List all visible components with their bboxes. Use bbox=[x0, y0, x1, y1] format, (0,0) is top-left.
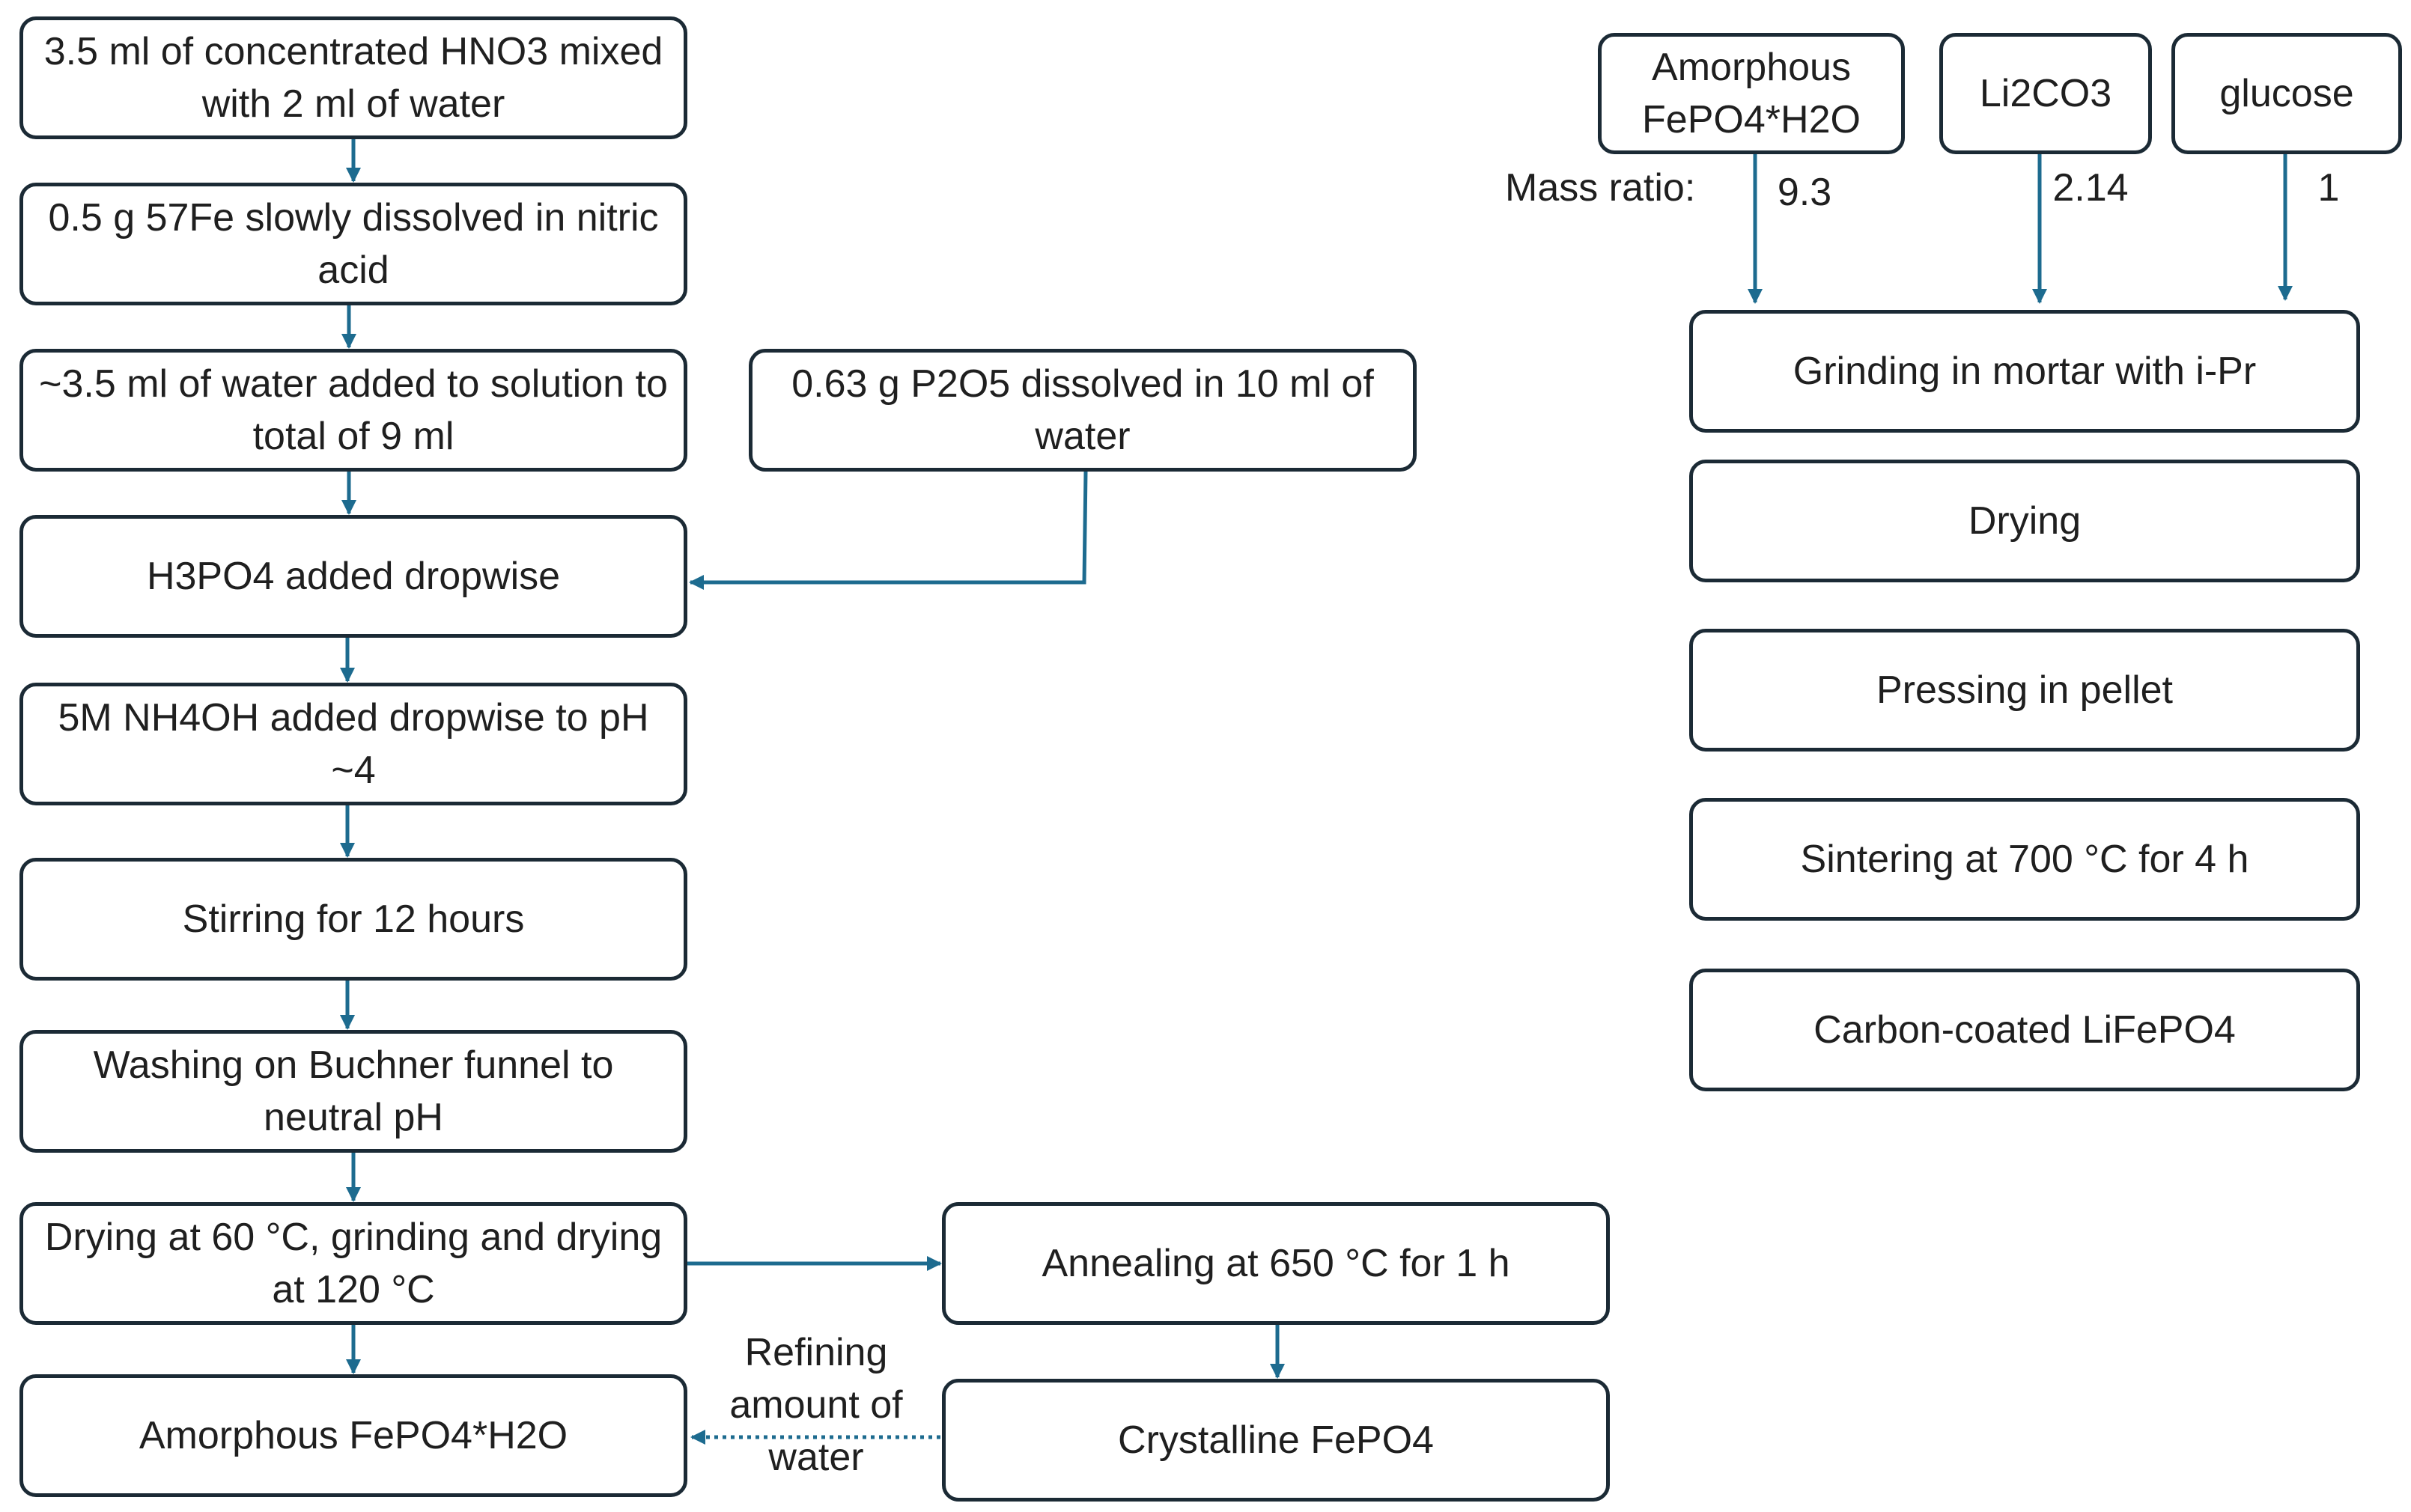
crystalline-product-text: Crystalline FePO4 bbox=[1118, 1418, 1434, 1462]
step-nh4oh-added-text: 5M NH4OH added dropwise to pH ~4 bbox=[58, 696, 649, 792]
step-washing-text: Washing on Buchner funnel to neutral pH bbox=[93, 1043, 614, 1139]
ratio-fepo4-text: 9.3 bbox=[1777, 171, 1832, 214]
annealing-step: Annealing at 650 °C for 1 h bbox=[942, 1202, 1610, 1325]
ratio-fepo4: 9.3 bbox=[1767, 166, 1842, 219]
step-fe-dissolution-text: 0.5 g 57Fe slowly dissolved in nitric ac… bbox=[48, 196, 659, 292]
step-drying-right-text: Drying bbox=[1968, 499, 2082, 543]
input-li2co3: Li2CO3 bbox=[1939, 33, 2152, 154]
crystalline-product: Crystalline FePO4 bbox=[942, 1379, 1610, 1502]
mass-ratio-label-text: Mass ratio: bbox=[1505, 166, 1696, 210]
p2o5-solution-text: 0.63 g P2O5 dissolved in 10 ml of water bbox=[791, 362, 1374, 458]
mass-ratio-label: Mass ratio: bbox=[1505, 162, 1730, 214]
step-grinding-mortar-text: Grinding in mortar with i-Pr bbox=[1793, 350, 2257, 393]
step-final-product: Carbon-coated LiFePO4 bbox=[1689, 969, 2360, 1091]
step-water-added: ~3.5 ml of water added to solution to to… bbox=[19, 349, 687, 472]
step-amorphous-product-text: Amorphous FePO4*H2O bbox=[139, 1414, 568, 1457]
step-stirring: Stirring for 12 hours bbox=[19, 858, 687, 981]
step-nh4oh-added: 5M NH4OH added dropwise to pH ~4 bbox=[19, 683, 687, 805]
step-h3po4-added: H3PO4 added dropwise bbox=[19, 515, 687, 638]
step-water-added-text: ~3.5 ml of water added to solution to to… bbox=[39, 362, 668, 458]
ratio-glucose: 1 bbox=[2299, 162, 2359, 214]
step-final-product-text: Carbon-coated LiFePO4 bbox=[1813, 1008, 2236, 1052]
step-sintering: Sintering at 700 °C for 4 h bbox=[1689, 798, 2360, 921]
input-amorphous-fepo4-text: Amorphous FePO4*H2O bbox=[1642, 46, 1861, 141]
annealing-step-text: Annealing at 650 °C for 1 h bbox=[1042, 1242, 1510, 1285]
input-glucose: glucose bbox=[2171, 33, 2402, 154]
step-drying-right: Drying bbox=[1689, 460, 2360, 582]
step-grinding-mortar: Grinding in mortar with i-Pr bbox=[1689, 310, 2360, 433]
p2o5-solution: 0.63 g P2O5 dissolved in 10 ml of water bbox=[749, 349, 1417, 472]
step-nitric-acid-mix-text: 3.5 ml of concentrated HNO3 mixed with 2… bbox=[43, 30, 663, 126]
step-drying-grinding-text: Drying at 60 °C, grinding and drying at … bbox=[44, 1216, 663, 1311]
ratio-li2co3: 2.14 bbox=[2046, 162, 2135, 214]
step-pressing-pellet-text: Pressing in pellet bbox=[1876, 668, 2173, 712]
step-pressing-pellet: Pressing in pellet bbox=[1689, 629, 2360, 752]
step-nitric-acid-mix: 3.5 ml of concentrated HNO3 mixed with 2… bbox=[19, 16, 687, 139]
arrow-p2o5-step4 bbox=[689, 471, 1088, 590]
step-h3po4-added-text: H3PO4 added dropwise bbox=[146, 555, 561, 598]
input-li2co3-text: Li2CO3 bbox=[1979, 72, 2112, 115]
input-glucose-text: glucose bbox=[2219, 72, 2354, 115]
step-sintering-text: Sintering at 700 °C for 4 h bbox=[1800, 838, 2249, 881]
step-amorphous-product: Amorphous FePO4*H2O bbox=[19, 1374, 687, 1497]
step-fe-dissolution: 0.5 g 57Fe slowly dissolved in nitric ac… bbox=[19, 183, 687, 305]
step-drying-grinding: Drying at 60 °C, grinding and drying at … bbox=[19, 1202, 687, 1325]
refining-label-text: Refining amount of water bbox=[729, 1331, 903, 1479]
ratio-li2co3-text: 2.14 bbox=[2052, 166, 2129, 210]
step-washing: Washing on Buchner funnel to neutral pH bbox=[19, 1030, 687, 1153]
ratio-glucose-text: 1 bbox=[2317, 166, 2340, 210]
input-amorphous-fepo4: Amorphous FePO4*H2O bbox=[1598, 33, 1905, 154]
refining-label: Refining amount of water bbox=[704, 1326, 928, 1484]
step-stirring-text: Stirring for 12 hours bbox=[182, 897, 525, 941]
